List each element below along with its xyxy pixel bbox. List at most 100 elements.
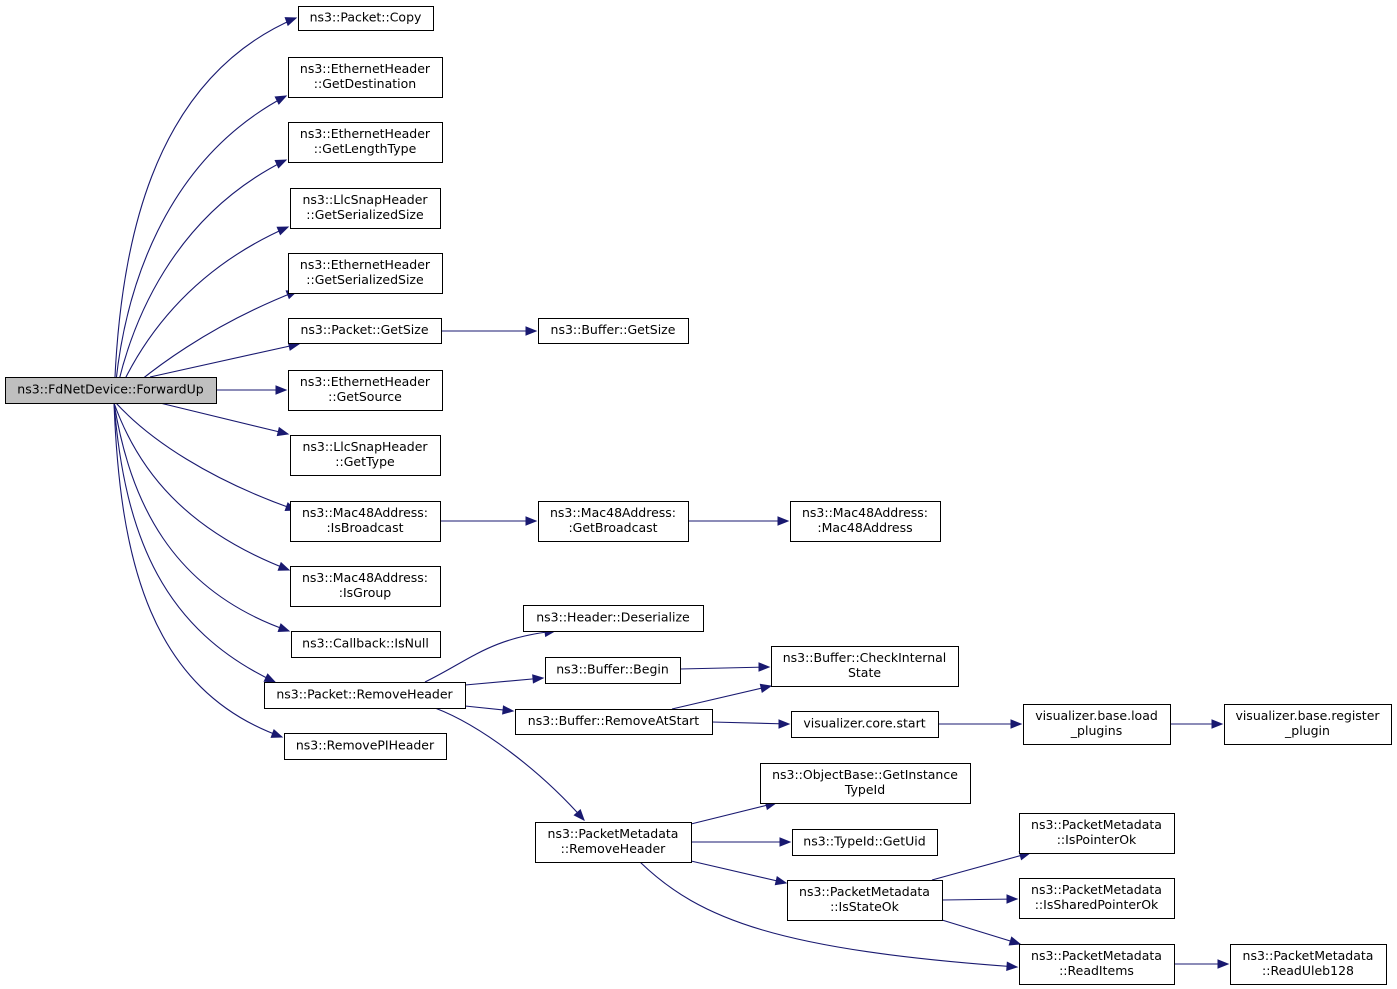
edge-arrowhead xyxy=(277,561,291,571)
edge-viz_load-to-viz_reg xyxy=(1170,719,1224,729)
node-pm-readitems[interactable]: ns3::PacketMetadata::ReadItems xyxy=(1019,944,1175,985)
edge-arrowhead xyxy=(779,837,792,847)
node-box[interactable] xyxy=(760,763,971,804)
node-label-line: ns3::Mac48Address: xyxy=(302,570,428,585)
node-box[interactable] xyxy=(787,880,943,921)
node-box[interactable] xyxy=(290,188,441,229)
node-box[interactable] xyxy=(1023,704,1171,745)
node-box[interactable] xyxy=(298,6,434,31)
edge-arrowhead xyxy=(274,159,288,169)
node-box[interactable] xyxy=(264,682,466,709)
node-llc-getser[interactable]: ns3::LlcSnapHeader::GetSerializedSize xyxy=(290,188,441,229)
node-box[interactable] xyxy=(790,501,941,542)
node-box[interactable] xyxy=(1019,813,1175,854)
edge-line xyxy=(113,226,289,404)
node-box[interactable] xyxy=(791,711,939,738)
edge-arrowhead xyxy=(275,385,288,395)
node-box[interactable] xyxy=(1019,878,1175,919)
edge-arrowhead xyxy=(263,673,277,683)
node-box[interactable] xyxy=(288,370,443,411)
node-mac-getbcast[interactable]: ns3::Mac48Address::GetBroadcast xyxy=(538,501,689,542)
node-box[interactable] xyxy=(538,501,689,542)
node-box[interactable] xyxy=(288,57,443,98)
edge-pkt_rmhdr-to-hdr_deser xyxy=(424,627,557,683)
node-viz-load[interactable]: visualizer.base.load_plugins xyxy=(1023,704,1171,745)
node-root[interactable]: ns3::FdNetDevice::ForwardUp xyxy=(5,377,217,404)
node-label-line: :IsGroup xyxy=(339,585,392,600)
node-box[interactable] xyxy=(1019,944,1175,985)
edge-line xyxy=(941,898,1018,901)
node-buf-getsize[interactable]: ns3::Buffer::GetSize xyxy=(538,318,689,344)
node-mac-ctor[interactable]: ns3::Mac48Address::Mac48Address xyxy=(790,501,941,542)
node-box[interactable] xyxy=(515,709,713,735)
node-pm-isstate[interactable]: ns3::PacketMetadata::IsStateOk xyxy=(787,880,943,921)
node-box[interactable] xyxy=(290,501,441,542)
edge-line xyxy=(434,707,585,821)
node-label-line: :GetBroadcast xyxy=(568,520,657,535)
node-llc-gettype[interactable]: ns3::LlcSnapHeader::GetType xyxy=(290,435,441,476)
node-pm-isptr[interactable]: ns3::PacketMetadata::IsPointerOk xyxy=(1019,813,1175,854)
node-pm-readuleb[interactable]: ns3::PacketMetadata::ReadUleb128 xyxy=(1230,944,1387,985)
node-label-line: ns3::EthernetHeader xyxy=(300,374,431,389)
node-mac-isgroup[interactable]: ns3::Mac48Address::IsGroup xyxy=(290,566,441,607)
node-copy[interactable]: ns3::Packet::Copy xyxy=(298,6,434,31)
node-hdr-deser[interactable]: ns3::Header::Deserialize xyxy=(523,605,704,632)
node-box[interactable] xyxy=(792,829,938,856)
edge-arrowhead xyxy=(270,728,284,738)
edge-line xyxy=(690,802,777,825)
node-box[interactable] xyxy=(545,657,681,684)
node-box[interactable] xyxy=(523,605,704,632)
node-label-line: ns3::RemovePIHeader xyxy=(296,738,435,753)
node-box[interactable] xyxy=(1224,704,1392,745)
node-pm-isshared[interactable]: ns3::PacketMetadata::IsSharedPointerOk xyxy=(1019,878,1175,919)
node-label-line: ::IsPointerOk xyxy=(1057,832,1137,847)
node-box[interactable] xyxy=(538,318,689,344)
edge-line xyxy=(639,861,1018,968)
node-box[interactable] xyxy=(290,435,441,476)
node-viz-start[interactable]: visualizer.core.start xyxy=(791,711,939,738)
node-typeid-uid[interactable]: ns3::TypeId::GetUid xyxy=(792,829,938,856)
edge-arrowhead xyxy=(573,809,585,822)
node-eth-getser[interactable]: ns3::EthernetHeader::GetSerializedSize xyxy=(288,253,443,294)
node-box[interactable] xyxy=(771,646,959,687)
edge-line xyxy=(424,630,556,683)
node-label-line: State xyxy=(848,665,881,680)
node-eth-getdest[interactable]: ns3::EthernetHeader::GetDestination xyxy=(288,57,443,98)
node-box[interactable] xyxy=(288,318,442,344)
node-label-line: ::ReadItems xyxy=(1059,963,1134,978)
edge-arrowhead xyxy=(1008,936,1022,946)
node-pkt-getsize[interactable]: ns3::Packet::GetSize xyxy=(288,318,442,344)
node-cb-isnull[interactable]: ns3::Callback::IsNull xyxy=(291,631,441,658)
node-box[interactable] xyxy=(1230,944,1387,985)
node-label-line: ns3::Packet::RemoveHeader xyxy=(276,687,453,702)
node-box[interactable] xyxy=(5,377,217,404)
node-label-line: visualizer.base.load xyxy=(1035,708,1158,723)
node-viz-reg[interactable]: visualizer.base.register_plugin xyxy=(1224,704,1392,745)
node-rm-pi[interactable]: ns3::RemovePIHeader xyxy=(284,733,447,760)
node-mac-isbcast[interactable]: ns3::Mac48Address::IsBroadcast xyxy=(290,501,441,542)
node-box[interactable] xyxy=(290,566,441,607)
edge-line xyxy=(115,402,297,511)
node-box[interactable] xyxy=(288,253,443,294)
node-pkt-rmhdr[interactable]: ns3::Packet::RemoveHeader xyxy=(264,682,466,709)
edge-viz_start-to-viz_load xyxy=(938,719,1023,729)
edge-arrowhead xyxy=(1211,719,1224,729)
node-box[interactable] xyxy=(291,631,441,658)
node-label-line: ::GetDestination xyxy=(314,76,416,91)
edge-arrowhead xyxy=(276,426,290,437)
node-buf-rmstart[interactable]: ns3::Buffer::RemoveAtStart xyxy=(515,709,713,735)
edge-arrowhead xyxy=(276,226,290,236)
node-buf-begin[interactable]: ns3::Buffer::Begin xyxy=(545,657,681,684)
edge-root-to-copy xyxy=(113,17,298,404)
node-box[interactable] xyxy=(284,733,447,760)
node-box[interactable] xyxy=(288,122,443,163)
node-eth-getsrc[interactable]: ns3::EthernetHeader::GetSource xyxy=(288,370,443,411)
edge-arrowhead xyxy=(777,516,790,526)
node-label-line: ::IsSharedPointerOk xyxy=(1035,897,1159,912)
node-eth-getlen[interactable]: ns3::EthernetHeader::GetLengthType xyxy=(288,122,443,163)
edge-arrowhead xyxy=(759,683,773,693)
node-box[interactable] xyxy=(535,822,692,863)
node-pm-rmhdr[interactable]: ns3::PacketMetadata::RemoveHeader xyxy=(535,822,692,863)
